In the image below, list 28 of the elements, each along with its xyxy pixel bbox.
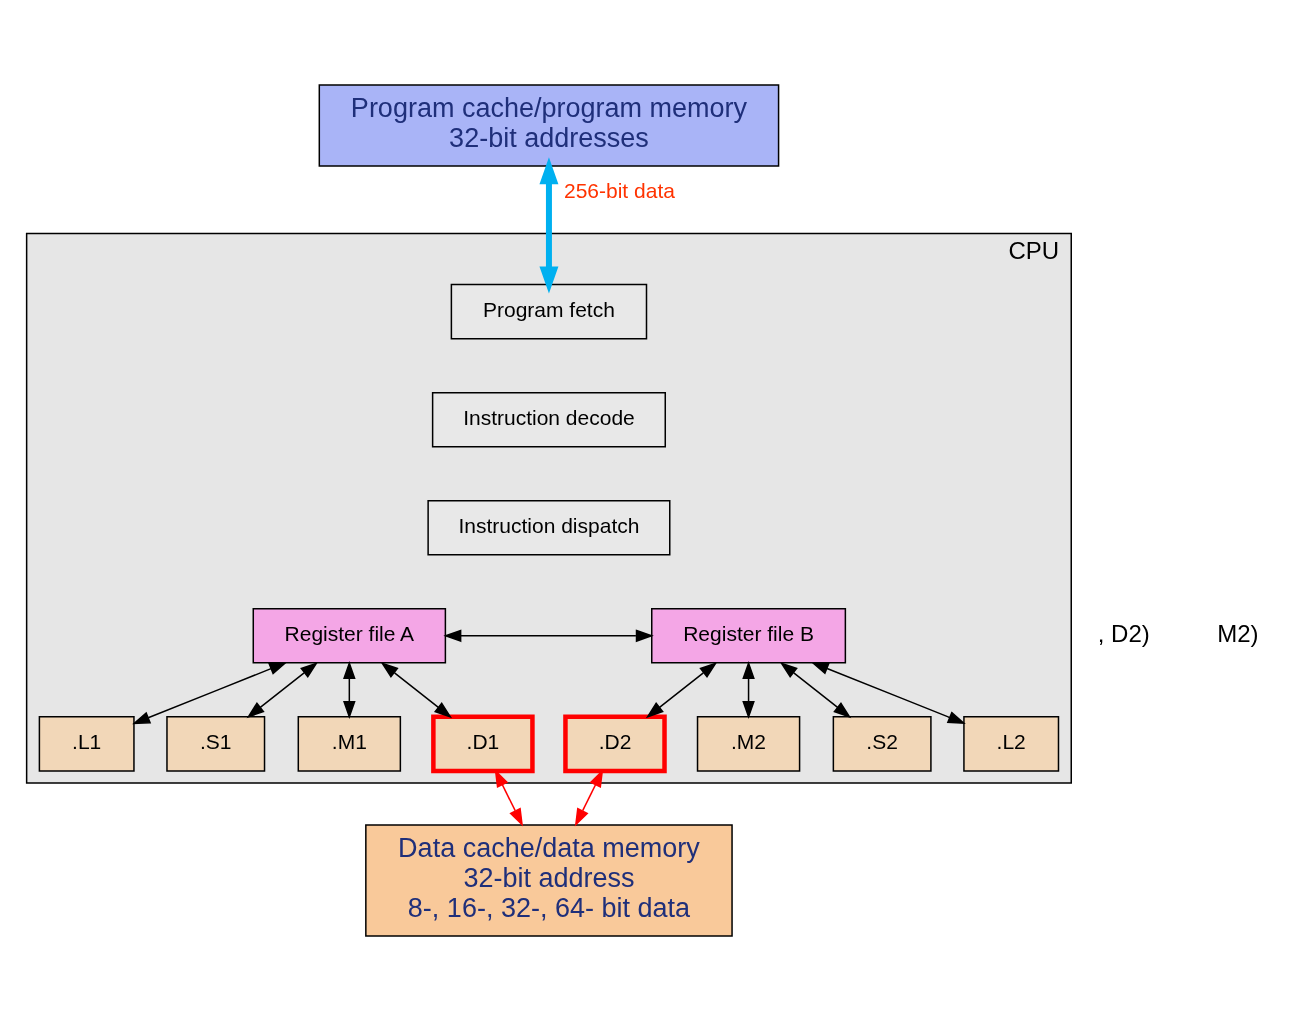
edge-label: 256-bit data	[563, 178, 675, 202]
arrow	[132, 662, 288, 725]
node-box: Instruction decode	[431, 391, 666, 448]
node-box: .M1	[297, 716, 402, 772]
node-box: .D1	[431, 714, 535, 774]
arrow	[645, 661, 718, 719]
node-box: .S1	[166, 716, 266, 772]
arrow	[810, 662, 966, 724]
node-box: .S2	[832, 716, 932, 772]
arrow	[443, 629, 654, 643]
node-box: .L2	[963, 716, 1060, 772]
node-box: .L1	[38, 716, 135, 772]
node-box: Data cache/data memory 32-bit address 8-, 16-, 32-, 64- bit data	[365, 824, 733, 937]
label: , D2)	[1097, 619, 1150, 647]
label: M2)	[1217, 619, 1259, 647]
arrow	[779, 661, 852, 719]
node-box: Instruction dispatch	[427, 500, 671, 556]
arrow	[343, 661, 356, 719]
arrow	[380, 661, 453, 719]
node-box: Register file B	[651, 608, 847, 664]
node-box: Program fetch	[450, 283, 648, 340]
arrow	[742, 661, 755, 719]
node-box: Register file A	[252, 608, 447, 664]
arrow	[539, 157, 559, 294]
node-box: .D2	[563, 714, 667, 774]
node-box: .M2	[696, 716, 801, 772]
node-box: Program cache/program memory 32-bit addresses	[318, 84, 780, 167]
arrow	[246, 661, 319, 719]
